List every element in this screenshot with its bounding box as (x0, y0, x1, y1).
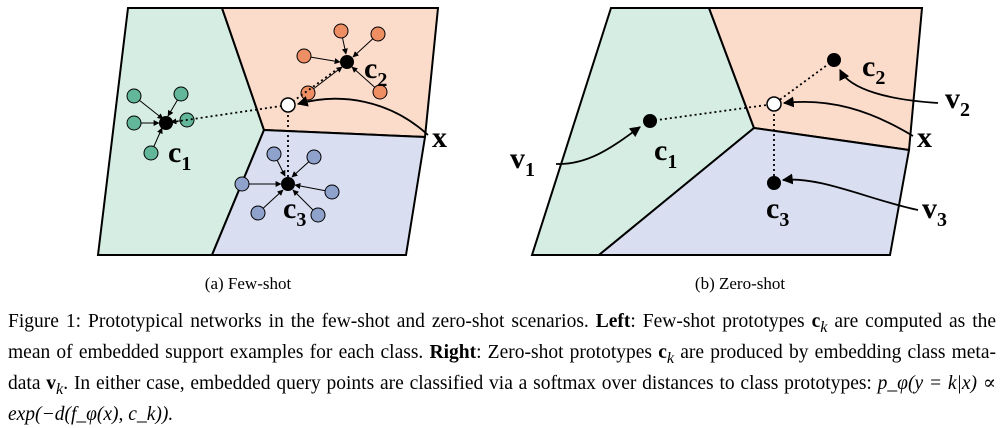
prototype-c3-b (767, 176, 781, 190)
label-c3-a: c3 (283, 192, 306, 231)
caption-end-text: . In either case, embedded query points … (63, 372, 872, 394)
caption-left-label: Left (595, 311, 631, 332)
caption-right-text-1: : Zero-shot prototypes (476, 341, 653, 363)
figure-diagram: c1 c2 c3 x (a) Few-shot c1 c2 c3 x v1 v2 (96, 7, 970, 293)
label-c1-b: c1 (654, 134, 677, 173)
caption-vk: vk (46, 372, 64, 398)
panel-b-zero-shot: c1 c2 c3 x v1 v2 v3 (b) Zero-shot (510, 7, 970, 293)
label-v2: v2 (945, 82, 970, 121)
label-c2-b: c2 (862, 50, 885, 89)
query-point-a (280, 97, 296, 113)
subcaption-a: (a) Few-shot (205, 274, 292, 293)
support-points-class-3 (234, 146, 340, 223)
label-c2-a: c2 (364, 52, 387, 91)
distance-lines-b (649, 59, 835, 183)
caption-right-label: Right (429, 341, 477, 363)
label-c1-a: c1 (168, 136, 191, 175)
label-query-b: x (917, 121, 932, 154)
figure-caption: Figure 1: Prototypical networks in the f… (8, 309, 996, 427)
meta-arrows (555, 69, 939, 211)
query-arrow-a (296, 96, 429, 136)
label-v1: v1 (510, 142, 535, 181)
caption-ck-2: ck (658, 341, 675, 367)
label-c3-b: c3 (766, 192, 789, 231)
label-v3: v3 (922, 192, 947, 231)
caption-left-text-1: : Few-shot prototypes (630, 311, 805, 332)
prototype-c2-b (827, 53, 841, 67)
prototype-c1-b (643, 114, 657, 128)
region-class-3 (210, 128, 427, 256)
caption-formula: p_φ(y = k|x) ∝ exp(−d(f_φ(x), c_k)). (8, 372, 997, 425)
subcaption-b: (b) Zero-shot (695, 274, 785, 293)
caption-prefix: Figure 1: Prototypical networks in the f… (8, 311, 589, 332)
prototype-c3 (281, 177, 295, 191)
support-points-class-1 (126, 86, 195, 161)
label-query-a: x (432, 121, 447, 154)
query-point-b (766, 96, 782, 112)
caption-left-text-2: are computed as the mean of embedded sup… (8, 311, 997, 363)
caption-ck-1: ck (811, 311, 828, 336)
caption-right-text-2: are produced by embedding class meta-dat… (8, 341, 996, 394)
panel-a-few-shot: c1 c2 c3 x (a) Few-shot (96, 7, 447, 293)
region-class-3-b (596, 126, 911, 256)
